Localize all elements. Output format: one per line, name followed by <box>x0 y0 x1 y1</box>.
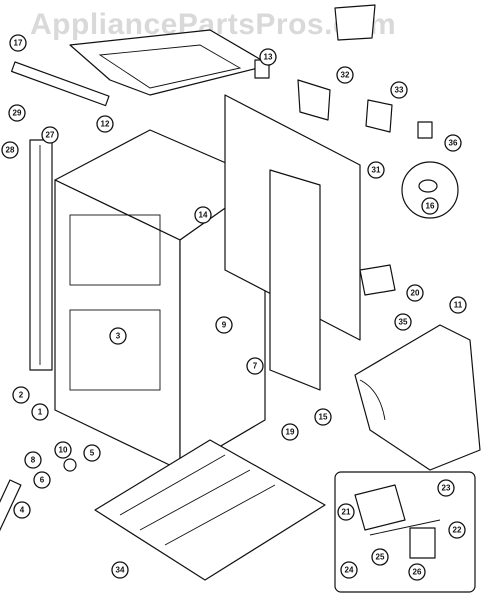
door-hinge <box>0 458 77 577</box>
svg-text:29: 29 <box>13 109 22 118</box>
callout-1: 1 <box>31 403 49 421</box>
bottom-tray <box>94 439 326 581</box>
svg-text:9: 9 <box>222 321 227 330</box>
callout-29: 29 <box>8 104 26 122</box>
svg-text:17: 17 <box>14 39 23 48</box>
callout-36: 36 <box>444 134 462 152</box>
callout-19: 19 <box>281 423 299 441</box>
callout-20: 20 <box>406 284 424 302</box>
callout-6: 6 <box>33 471 51 489</box>
svg-text:27: 27 <box>46 131 55 140</box>
top-panel <box>10 29 271 107</box>
callout-21: 21 <box>337 503 355 521</box>
svg-text:34: 34 <box>116 566 125 575</box>
callout-12: 12 <box>96 115 114 133</box>
insulation-blanket <box>354 324 481 471</box>
svg-text:26: 26 <box>413 568 422 577</box>
callout-27: 27 <box>41 126 59 144</box>
svg-text:33: 33 <box>395 86 404 95</box>
svg-text:5: 5 <box>90 449 95 458</box>
callout-9: 9 <box>215 316 233 334</box>
svg-text:12: 12 <box>101 120 110 129</box>
svg-text:22: 22 <box>453 526 462 535</box>
callout-3: 3 <box>109 327 127 345</box>
svg-text:15: 15 <box>319 413 328 422</box>
svg-text:20: 20 <box>411 289 420 298</box>
svg-text:24: 24 <box>345 566 354 575</box>
svg-text:19: 19 <box>286 428 295 437</box>
svg-text:2: 2 <box>19 391 24 400</box>
rear-panel <box>224 94 361 391</box>
svg-text:32: 32 <box>341 71 350 80</box>
callout-23: 23 <box>437 479 455 497</box>
svg-text:4: 4 <box>20 506 25 515</box>
svg-text:7: 7 <box>253 362 258 371</box>
callout-16: 16 <box>421 197 439 215</box>
svg-text:11: 11 <box>454 301 463 310</box>
callout-7: 7 <box>246 357 264 375</box>
callout-4: 4 <box>13 501 31 519</box>
callout-32: 32 <box>336 66 354 84</box>
svg-text:14: 14 <box>199 211 208 220</box>
svg-text:16: 16 <box>426 202 435 211</box>
svg-text:6: 6 <box>40 476 45 485</box>
callout-22: 22 <box>448 521 466 539</box>
svg-text:25: 25 <box>376 553 385 562</box>
svg-text:28: 28 <box>6 146 15 155</box>
callout-5: 5 <box>83 444 101 462</box>
callout-14: 14 <box>194 206 212 224</box>
callout-17: 17 <box>9 34 27 52</box>
svg-text:3: 3 <box>116 332 121 341</box>
callout-35: 35 <box>394 313 412 331</box>
callout-31: 31 <box>367 161 385 179</box>
callout-24: 24 <box>340 561 358 579</box>
svg-text:31: 31 <box>372 166 381 175</box>
callout-34: 34 <box>111 561 129 579</box>
svg-text:36: 36 <box>449 139 458 148</box>
part-16-inset <box>401 161 459 219</box>
callout-13: 13 <box>259 48 277 66</box>
callout-15: 15 <box>314 408 332 426</box>
svg-text:10: 10 <box>59 446 68 455</box>
callout-28: 28 <box>1 141 19 159</box>
callout-8: 8 <box>24 451 42 469</box>
svg-text:1: 1 <box>38 408 43 417</box>
callout-10: 10 <box>54 441 72 459</box>
svg-text:8: 8 <box>31 456 36 465</box>
callout-25: 25 <box>371 548 389 566</box>
callout-33: 33 <box>390 81 408 99</box>
callout-11: 11 <box>449 296 467 314</box>
svg-text:13: 13 <box>264 53 273 62</box>
callout-2: 2 <box>12 386 30 404</box>
bottom-right-inset <box>334 471 476 593</box>
svg-text:21: 21 <box>342 508 351 517</box>
callout-26: 26 <box>408 563 426 581</box>
svg-text:35: 35 <box>399 318 408 327</box>
svg-text:23: 23 <box>442 484 451 493</box>
